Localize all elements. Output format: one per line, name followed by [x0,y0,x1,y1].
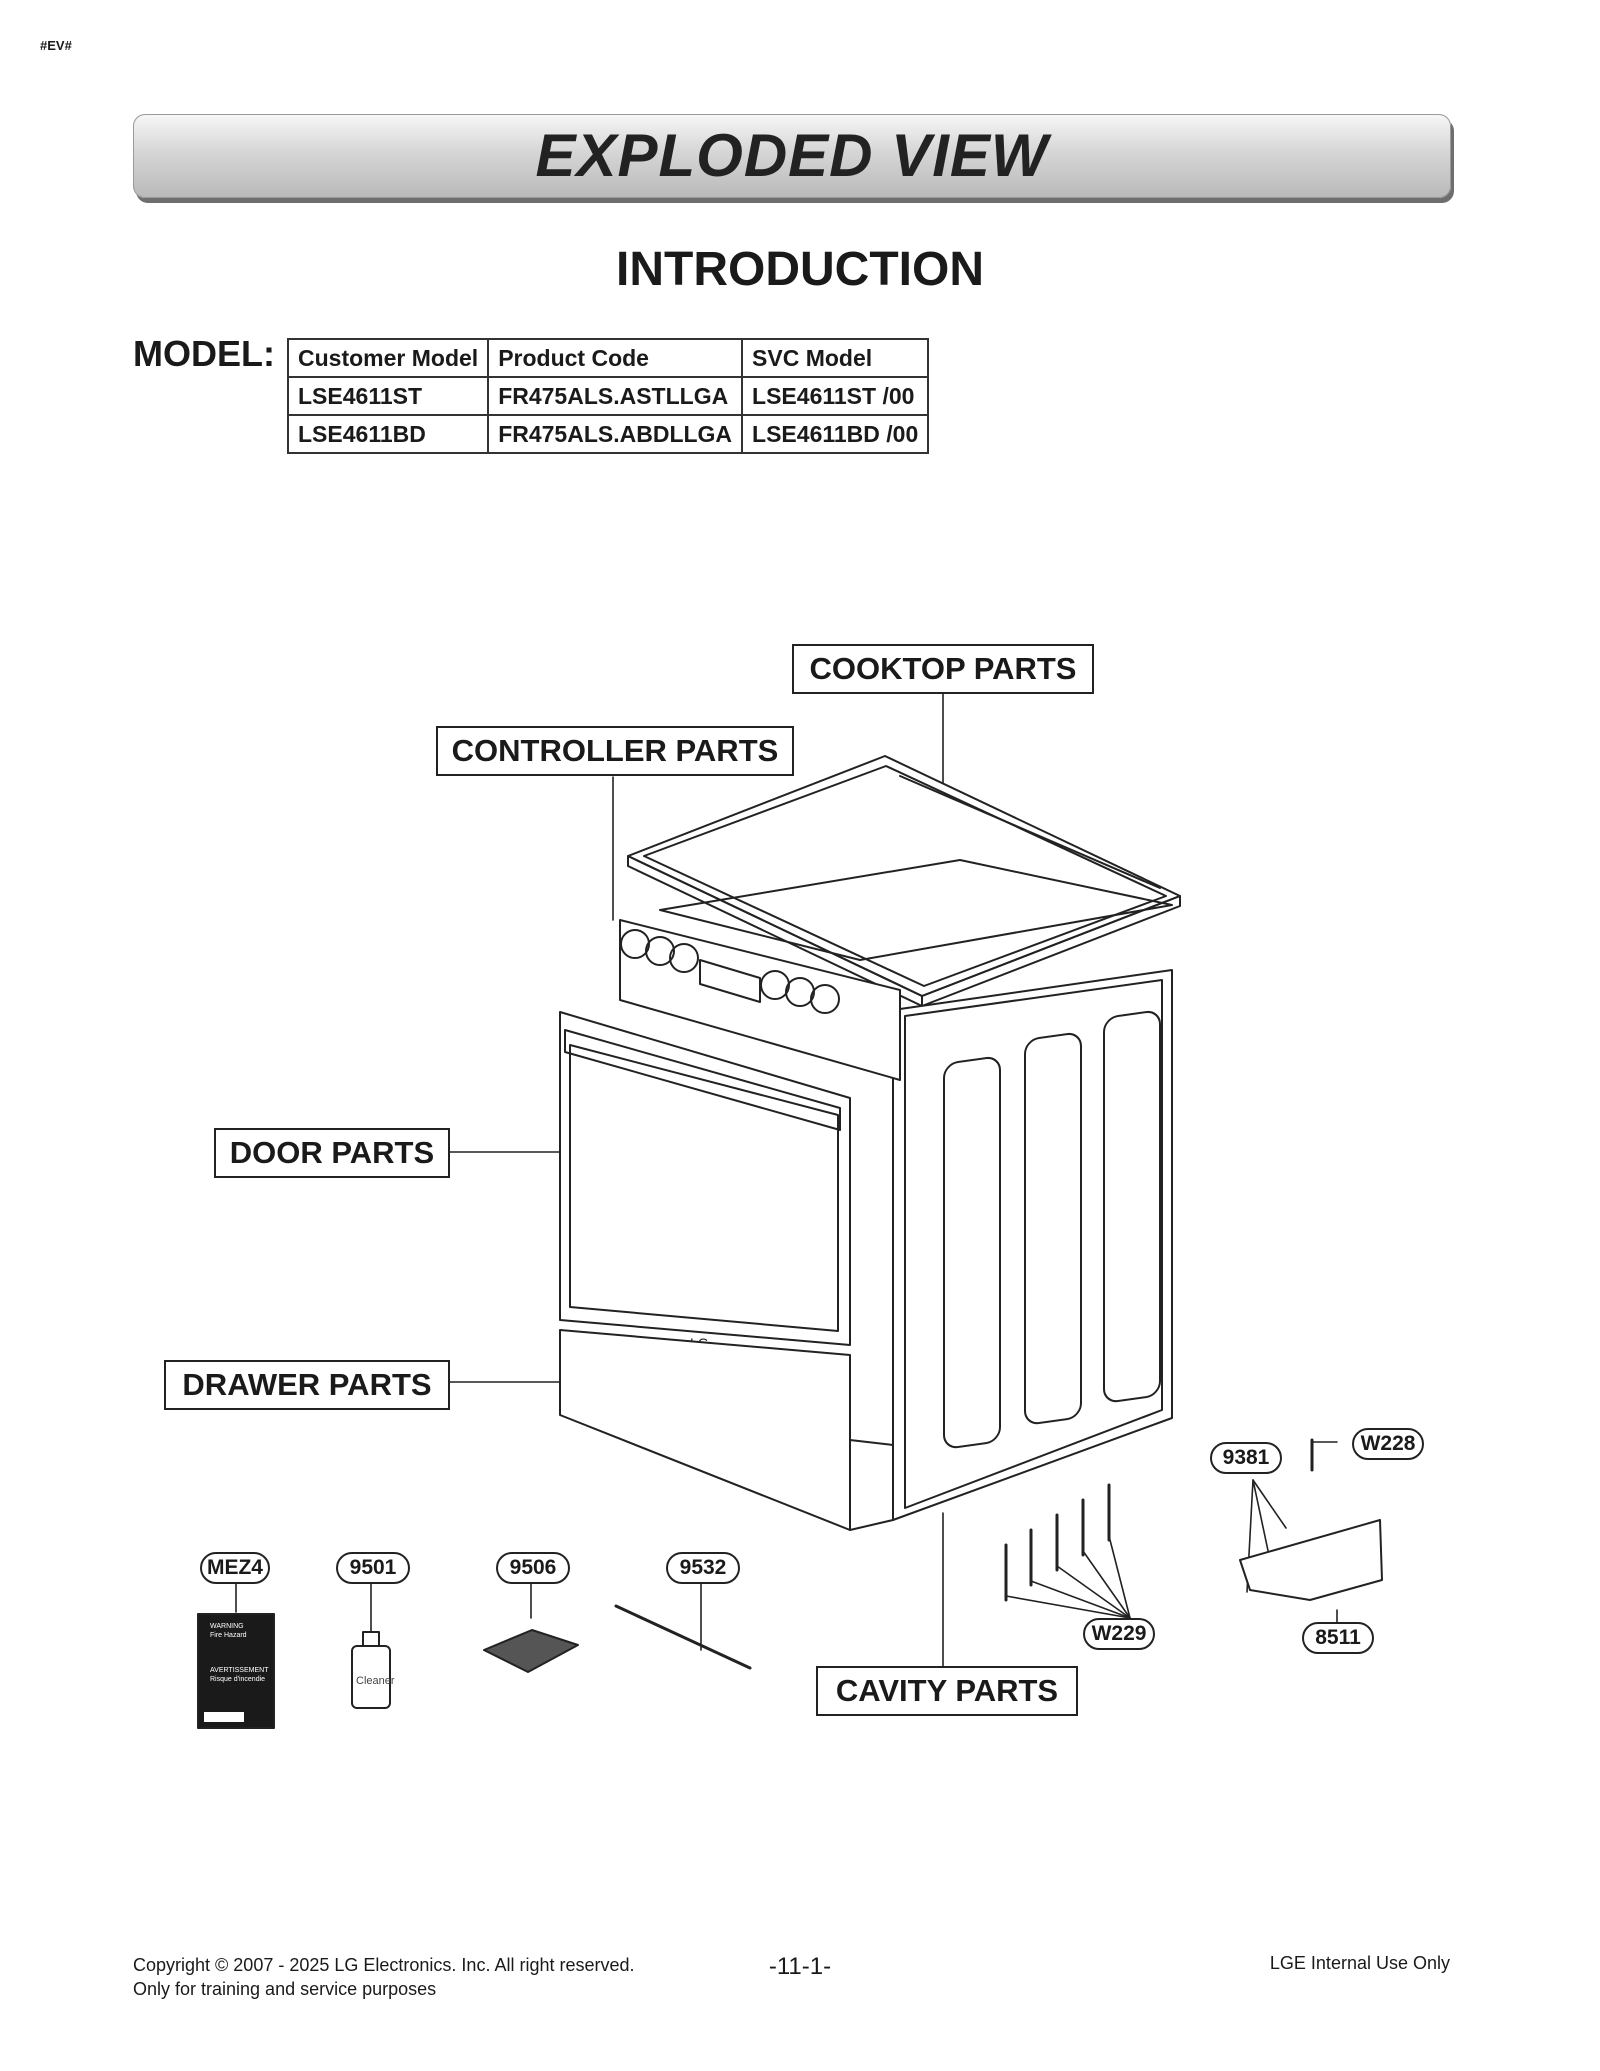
leader-lines [235,693,1338,1667]
door-parts-label[interactable]: DOOR PARTS [214,1128,450,1178]
model-label: MODEL: [133,333,275,374]
customer-model-cell: LSE4611BD [286,414,490,454]
rod-drawing [614,1604,752,1670]
page-tag: #EV# [40,38,72,53]
drawer-parts-label[interactable]: DRAWER PARTS [164,1360,450,1410]
callout-9381[interactable]: 9381 [1210,1442,1282,1474]
controller-parts-label[interactable]: CONTROLLER PARTS [436,726,794,776]
label-mez4-drawing: WARNING Fire Hazard AVERTISSEMENT Risque… [197,1613,275,1729]
table-row: LSE4611BD FR475ALS.ABDLLGA LSE4611BD /00 [286,414,930,454]
cabinet-drawing [619,859,1173,1521]
cooktop-parts-label[interactable]: COOKTOP PARTS [792,644,1094,694]
page-number: -11-1- [768,1953,832,1980]
customer-model-cell: LSE4611ST [286,376,490,416]
column-header: Product Code [487,338,744,378]
door-drawing: LG [559,1011,851,1351]
intro-title: INTRODUCTION [616,243,984,296]
callout-w228[interactable]: W228 [1352,1428,1424,1460]
callout-w229[interactable]: W229 [1083,1618,1155,1650]
drawer-drawing [559,1329,894,1531]
warning-text: WARNING [210,1623,244,1630]
banner-title: EXPLODED VIEW [535,122,1049,189]
internal-use-text: LGE Internal Use Only [1269,1953,1450,1973]
anti-tip-bracket-drawing [1239,1438,1383,1601]
column-header: Customer Model [286,338,490,378]
scrub-pad-drawing [483,1629,579,1673]
table-row: LSE4611ST FR475ALS.ASTLLGA LSE4611ST /00 [286,376,930,416]
fire-hazard-text: Fire Hazard [210,1632,247,1639]
product-code-cell: FR475ALS.ABDLLGA [487,414,744,454]
screws-drawing [1004,1483,1111,1602]
cleaner-text: Cleaner [356,1675,395,1687]
product-code-cell: FR475ALS.ASTLLGA [487,376,744,416]
column-header: SVC Model [741,338,930,378]
footer-copyright-block: Copyright © 2007 - 2025 LG Electronics. … [133,1953,635,2001]
copyright-text: Copyright © 2007 - 2025 LG Electronics. … [133,1955,635,1975]
cavity-parts-label[interactable]: CAVITY PARTS [816,1666,1078,1716]
svc-model-cell: LSE4611BD /00 [741,414,930,454]
avertissement-text: AVERTISSEMENT [210,1667,269,1674]
callout-9501[interactable]: 9501 [336,1552,410,1584]
callout-mez4[interactable]: MEZ4 [200,1552,270,1584]
table-header-row: Customer Model Product Code SVC Model [286,338,930,378]
callout-9506[interactable]: 9506 [496,1552,570,1584]
model-table: Customer Model Product Code SVC Model LS… [286,338,930,454]
cooktop-drawing [627,755,1181,1007]
callout-8511[interactable]: 8511 [1302,1622,1374,1654]
cleaner-bottle-drawing: Cleaner [351,1631,395,1709]
section-banner: EXPLODED VIEW [133,114,1451,198]
callout-9532[interactable]: 9532 [666,1552,740,1584]
purpose-text: Only for training and service purposes [133,1979,437,1999]
svc-model-cell: LSE4611ST /00 [741,376,930,416]
risque-text: Risque d'incendie [210,1676,265,1683]
